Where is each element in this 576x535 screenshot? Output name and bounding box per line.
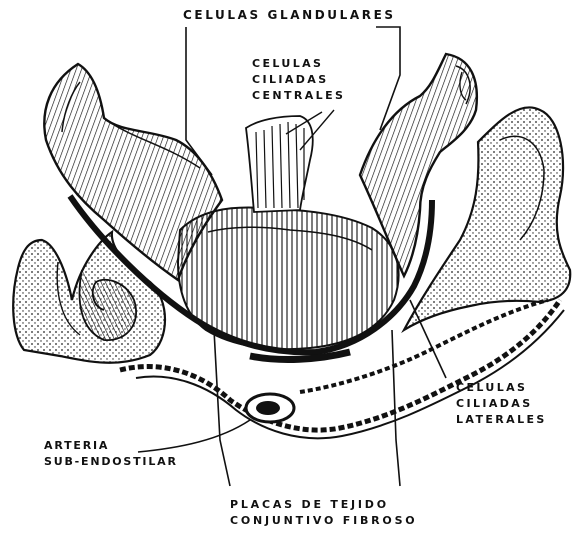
label-arteria-sub-endostilar: ARTERIA SUB-ENDOSTILAR	[44, 438, 178, 470]
sub-endostylar-artery	[246, 394, 294, 422]
label-celulas-ciliadas-centrales: CELULAS CILIADAS CENTRALES	[252, 56, 345, 104]
label-celulas-glandulares: CELULAS GLANDULARES	[183, 7, 396, 23]
label-placas-de-tejido: PLACAS DE TEJIDO CONJUNTIVO FIBROSO	[230, 497, 417, 529]
label-celulas-ciliadas-laterales: CELULAS CILIADAS LATERALES	[456, 380, 547, 428]
central-ciliated-cells	[246, 110, 334, 212]
